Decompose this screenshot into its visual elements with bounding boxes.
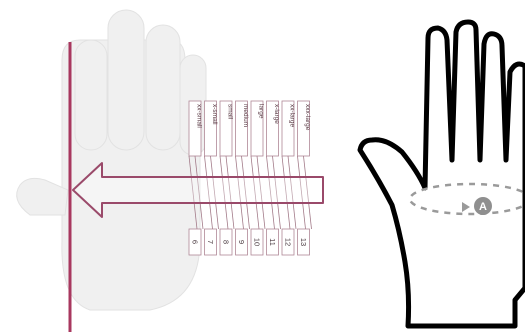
size-connector-2 — [225, 155, 235, 230]
size-label-2: small — [219, 100, 233, 157]
size-label-group: xx-small x-small small medium large x-large xx… — [188, 100, 311, 157]
size-label-5: x-large — [266, 100, 280, 157]
size-label-0: xx-small — [188, 100, 202, 157]
size-connector-edge-5 — [266, 155, 275, 230]
size-label-7: xxx-large — [297, 100, 311, 157]
size-number-text: 7 — [206, 240, 215, 244]
number-label-group: 6 7 8 9 10 11 12 13 — [188, 228, 310, 256]
size-label-text: medium — [242, 104, 249, 127]
size-number-text: 12 — [284, 238, 293, 246]
size-number-text: 13 — [299, 238, 308, 246]
size-label-4: large — [250, 100, 264, 157]
size-connector-edge-3 — [235, 155, 244, 230]
size-connector-edge-0 — [188, 155, 198, 230]
size-number-7: 13 — [297, 228, 310, 256]
left-hand-silhouette — [16, 9, 207, 311]
size-label-text: xx-small — [195, 104, 202, 128]
size-connector-7 — [303, 155, 312, 230]
size-connector-0 — [194, 155, 204, 230]
size-number-5: 11 — [266, 228, 279, 256]
size-number-text: 9 — [237, 240, 246, 244]
size-connector-edge-1 — [204, 155, 213, 230]
size-number-3: 9 — [235, 228, 248, 256]
size-number-text: 6 — [191, 240, 200, 244]
size-label-text: xxx-large — [304, 104, 311, 131]
size-number-1: 7 — [204, 228, 217, 256]
measure-arrow — [72, 162, 324, 218]
size-label-text: xx-large — [288, 104, 295, 128]
connector-group — [188, 155, 312, 230]
size-connector-4 — [256, 155, 266, 230]
size-connector-edge-6 — [281, 155, 291, 230]
size-label-text: x-small — [211, 104, 218, 125]
guide-arrowhead — [462, 202, 470, 212]
size-label-6: xx-large — [281, 100, 295, 157]
measurement-marker-label: A — [479, 201, 487, 213]
size-label-text: small — [226, 104, 233, 120]
size-label-text: large — [257, 104, 264, 119]
size-connector-edge-4 — [250, 155, 260, 230]
size-label-text: x-large — [273, 104, 280, 124]
size-number-text: 8 — [222, 240, 231, 244]
size-connector-6 — [287, 155, 297, 230]
size-connector-edge-2 — [219, 155, 229, 230]
size-number-6: 12 — [281, 228, 295, 256]
size-connector-1 — [210, 155, 219, 230]
right-hand-outline — [357, 19, 525, 329]
size-label-3: medium — [235, 100, 249, 157]
size-connector-5 — [272, 155, 281, 230]
size-number-2: 8 — [219, 228, 233, 256]
size-number-0: 6 — [188, 228, 202, 256]
dashed-measure-guide — [408, 182, 525, 216]
size-number-4: 10 — [250, 228, 264, 256]
measurement-marker: A — [474, 197, 492, 215]
size-number-text: 10 — [253, 238, 262, 246]
size-connector-3 — [241, 155, 250, 230]
size-label-1: x-small — [204, 100, 218, 157]
size-connector-edge-7 — [297, 155, 306, 230]
size-number-text: 11 — [268, 238, 277, 246]
